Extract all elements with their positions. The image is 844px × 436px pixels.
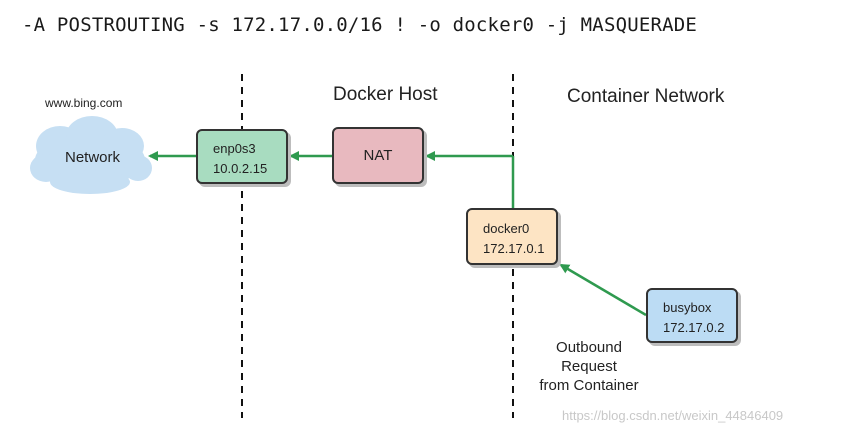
arrow-busybox-to-docker0	[559, 263, 647, 317]
outbound-request-label: Outbound Request from Container	[535, 338, 643, 395]
node-docker0-ip: 172.17.0.1	[483, 241, 545, 256]
node-docker0-name: docker0	[483, 221, 530, 236]
node-enp0s3-ip: 10.0.2.15	[213, 161, 268, 176]
section-docker-host: Docker Host	[333, 84, 438, 105]
outbound-line-3: from Container	[539, 377, 639, 394]
watermark: https://blog.csdn.net/weixin_44846409	[562, 408, 784, 423]
cloud-label: Network	[65, 149, 121, 166]
node-busybox-ip: 172.17.0.2	[663, 320, 725, 335]
node-nat-name: NAT	[363, 147, 393, 164]
node-enp0s3: enp0s3 10.0.2.15	[196, 129, 288, 184]
internet-url: www.bing.com	[45, 96, 123, 110]
node-busybox: busybox 172.17.0.2	[646, 288, 738, 343]
node-enp0s3-name: enp0s3	[213, 141, 256, 156]
cloud-icon	[30, 116, 152, 194]
node-docker0: docker0 172.17.0.1	[466, 208, 558, 265]
iptables-command: -A POSTROUTING -s 172.17.0.0/16 ! -o doc…	[22, 14, 698, 36]
outbound-line-1: Outbound	[556, 339, 622, 356]
section-container-network: Container Network	[567, 86, 725, 107]
outbound-line-2: Request	[561, 358, 617, 375]
node-busybox-name: busybox	[663, 300, 712, 315]
node-nat: NAT	[332, 127, 424, 184]
